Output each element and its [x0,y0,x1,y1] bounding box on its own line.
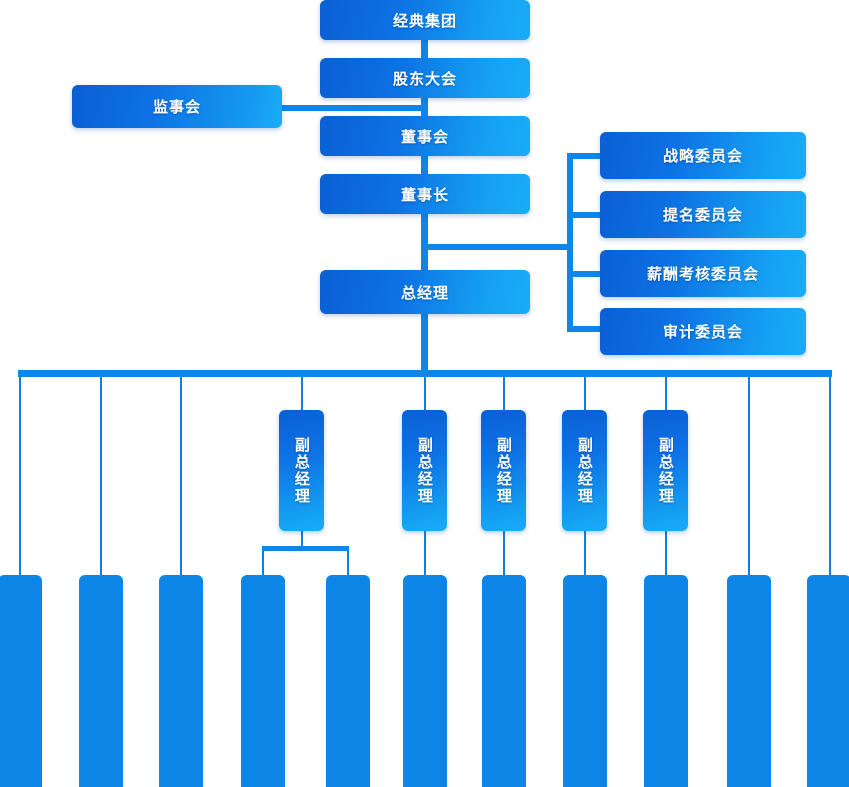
node-vice-general-manager-2[interactable]: 副总经理 [402,410,447,531]
drop-line-dept11 [748,377,750,575]
connector-board-to-chairman [421,154,428,174]
drop-line-dept6 [424,531,426,575]
node-compensation-committee-label: 薪酬考核委员会 [646,265,759,283]
node-vice-general-manager-3-label: 副总经理 [494,436,513,505]
drop-line-vp4 [584,377,586,410]
node-department-1[interactable] [0,575,42,787]
node-vice-general-manager-4-label: 副总经理 [575,436,594,505]
node-department-4[interactable] [241,575,285,787]
node-department-5[interactable] [326,575,370,787]
connector-trunk-to-strategy [567,153,602,159]
connector-chairman-to-gm [421,212,428,270]
drop-line-vp1 [301,377,303,410]
node-audit-committee-label: 审计委员会 [662,323,743,341]
node-vice-general-manager-4[interactable]: 副总经理 [562,410,607,531]
vp1-subbranch-bar [262,546,349,551]
node-department-6[interactable] [403,575,447,787]
drop-line-dept2 [100,377,102,575]
node-department-3[interactable] [159,575,203,787]
node-compensation-committee[interactable]: 薪酬考核委员会 [600,250,806,297]
drop-line-dept5 [347,551,349,575]
node-audit-committee[interactable]: 审计委员会 [600,308,806,355]
node-department-9[interactable] [644,575,688,787]
node-general-manager-label: 总经理 [400,283,449,302]
node-group-label: 经典集团 [392,11,457,30]
node-nomination-committee-label: 提名委员会 [662,206,743,224]
node-nomination-committee[interactable]: 提名委员会 [600,191,806,238]
drop-line-vp2 [424,377,426,410]
drop-line-dept12 [829,377,831,575]
node-vice-general-manager-1-label: 副总经理 [292,436,311,505]
node-chairman-label: 董事长 [400,185,449,204]
drop-line-vp3 [503,377,505,410]
committee-trunk [567,153,573,332]
node-board-of-directors-label: 董事会 [400,127,449,146]
connector-vp1-to-subbranch [301,531,303,548]
connector-trunk-to-nomination [567,212,602,218]
node-vice-general-manager-3[interactable]: 副总经理 [481,410,526,531]
node-vice-general-manager-5[interactable]: 副总经理 [643,410,688,531]
node-group[interactable]: 经典集团 [320,0,530,40]
node-vice-general-manager-5-label: 副总经理 [656,436,675,505]
node-chairman[interactable]: 董事长 [320,174,530,214]
distribution-bar [18,370,832,377]
drop-line-dept1 [19,377,21,575]
node-strategy-committee[interactable]: 战略委员会 [600,132,806,179]
connector-group-to-shareholders [421,38,428,58]
node-board-of-directors[interactable]: 董事会 [320,116,530,156]
connector-chairman-to-committee-trunk [425,244,573,250]
drop-line-dept8 [584,531,586,575]
node-department-10[interactable] [727,575,771,787]
node-supervisory-board-label: 监事会 [152,98,201,116]
connector-trunk-to-compensation [567,271,602,277]
drop-line-dept3 [180,377,182,575]
node-vice-general-manager-1[interactable]: 副总经理 [279,410,324,531]
node-general-manager[interactable]: 总经理 [320,270,530,314]
node-department-2[interactable] [79,575,123,787]
node-strategy-committee-label: 战略委员会 [662,147,743,165]
node-department-7[interactable] [482,575,526,787]
node-department-8[interactable] [563,575,607,787]
node-department-11[interactable] [807,575,849,787]
node-vice-general-manager-2-label: 副总经理 [415,436,434,505]
connector-gm-to-distribution-bar [421,314,428,372]
drop-line-dept4 [262,551,264,575]
drop-line-dept9 [665,531,667,575]
node-shareholders-meeting-label: 股东大会 [392,69,457,88]
drop-line-vp5 [665,377,667,410]
connector-trunk-to-audit [567,326,602,332]
node-supervisory-board[interactable]: 监事会 [72,85,282,128]
drop-line-dept7 [503,531,505,575]
node-shareholders-meeting[interactable]: 股东大会 [320,58,530,98]
connector-supervisor-to-board [280,105,425,111]
